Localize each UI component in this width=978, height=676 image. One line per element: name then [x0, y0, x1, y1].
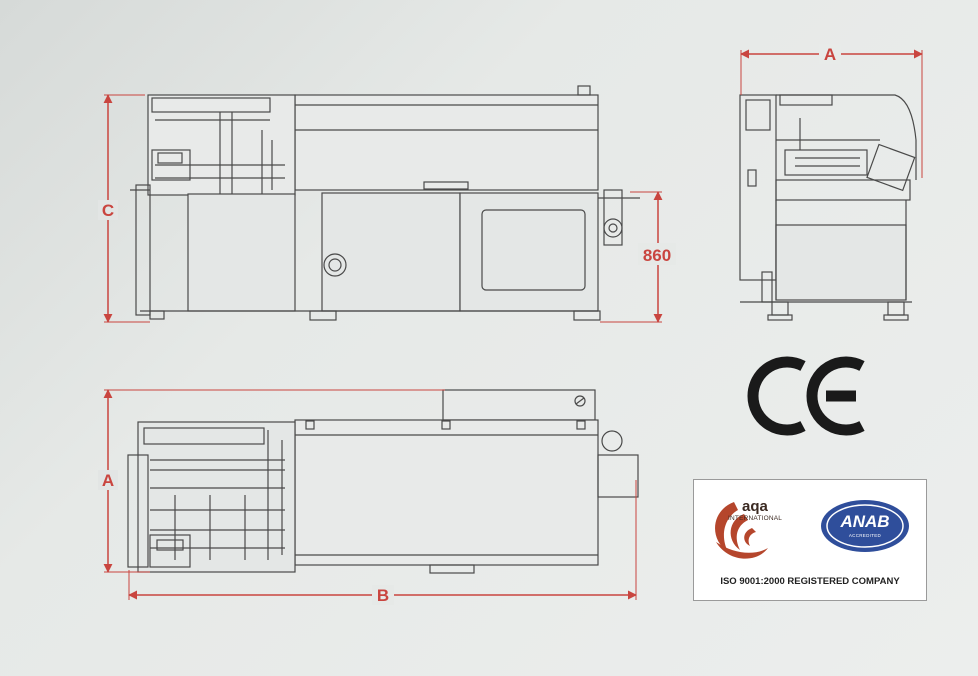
dimension-a-side-label: A: [824, 45, 836, 64]
aqa-logo-icon: [715, 502, 768, 559]
dimension-860-label: 860: [643, 246, 671, 265]
dimension-a-top-label: A: [102, 471, 114, 490]
ce-mark-icon: [747, 356, 865, 436]
anab-logo-icon: [821, 500, 909, 552]
dimension-c-label: C: [102, 201, 114, 220]
anab-subtitle: ACCREDITED: [848, 533, 882, 538]
dimension-a-top: A: [98, 389, 445, 573]
top-view: [127, 389, 639, 574]
anab-name: ANAB: [840, 512, 890, 531]
front-view: [130, 85, 640, 321]
dimension-860: 860: [600, 191, 676, 323]
iso-caption: ISO 9001:2000 REGISTERED COMPANY: [720, 576, 900, 587]
dimension-a-side: A: [740, 44, 923, 178]
certification-box: aqa INTERNATIONAL ANAB ACCREDITED ISO 90…: [693, 479, 927, 601]
aqa-subtitle: INTERNATIONAL: [728, 515, 783, 522]
dimension-c-front: C: [98, 94, 150, 323]
dimension-b: B: [128, 480, 637, 605]
side-view: [739, 94, 917, 321]
dimension-b-label: B: [377, 586, 389, 605]
aqa-name: aqa: [742, 498, 768, 515]
